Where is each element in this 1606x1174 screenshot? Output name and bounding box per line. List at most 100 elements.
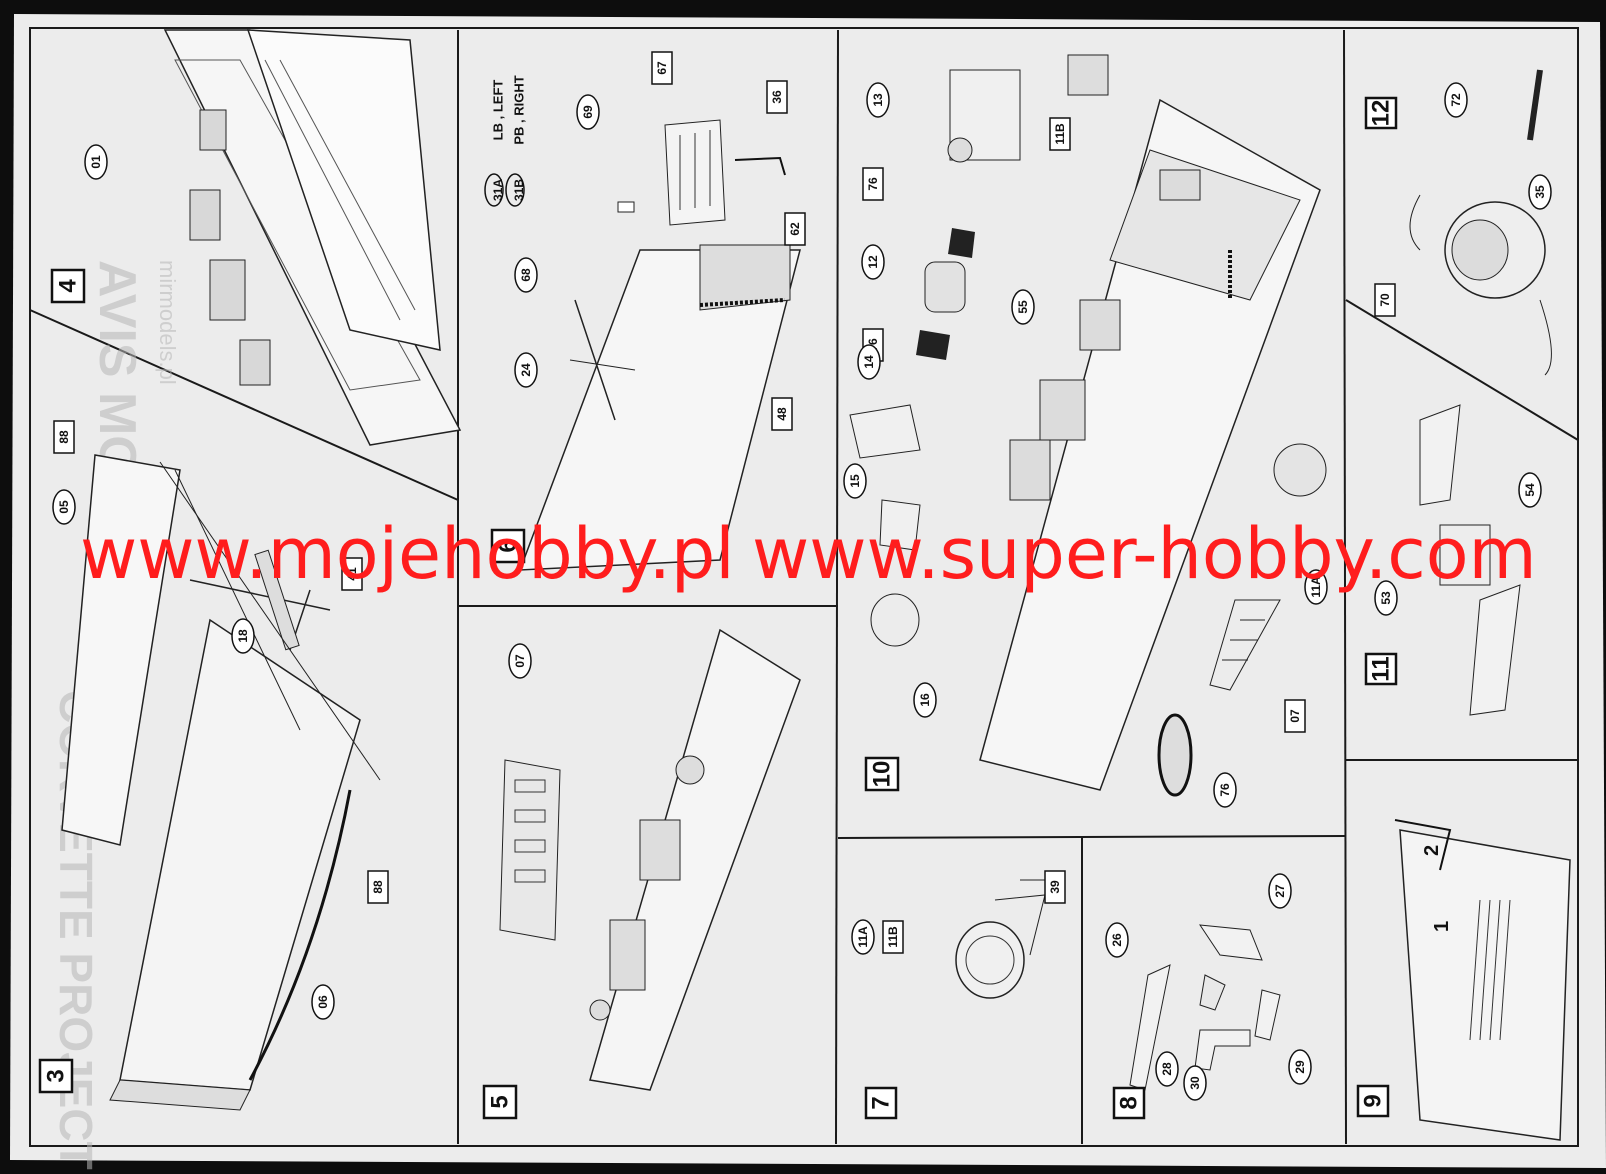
callout-outline-p26 xyxy=(1105,922,1129,958)
callout-label-p68: 68 xyxy=(519,268,533,282)
callout-outline-p88b xyxy=(367,870,389,904)
callout-p11b7: 11B xyxy=(882,920,904,954)
callout-label-p62: 62 xyxy=(788,222,802,236)
callout-label-p07b: 07 xyxy=(1288,709,1302,723)
drum-12 xyxy=(924,261,966,313)
callout-outline-p07a xyxy=(508,643,532,679)
callout-p24: 24 xyxy=(514,352,538,388)
callout-outline-p11a xyxy=(1304,569,1328,605)
step-10-number: 10 xyxy=(869,761,896,788)
callout-label-p15: 15 xyxy=(848,474,862,488)
step-6-number: 6 xyxy=(495,539,522,552)
callout-label-p07a: 07 xyxy=(513,654,527,668)
callout-label-p36: 36 xyxy=(770,90,784,104)
callout-p76c: 76 xyxy=(1213,772,1237,808)
callout-label-p05: 05 xyxy=(57,500,71,514)
callout-p26: 26 xyxy=(1105,922,1129,958)
callout-p69: 69 xyxy=(576,94,600,130)
deck-plate-05 xyxy=(61,454,181,846)
callout-label-p48: 48 xyxy=(775,407,789,421)
panel-step-12: 12 xyxy=(1364,69,1552,376)
callout-p16: 16 xyxy=(913,682,937,718)
callout-p11b: 11B xyxy=(1049,117,1071,151)
callout-outline-p41 xyxy=(341,557,363,591)
callout-p13: 13 xyxy=(866,82,890,118)
callout-p05: 05 xyxy=(52,489,76,525)
callout-p14: 14 xyxy=(857,344,881,380)
callout-label-p67: 67 xyxy=(655,61,669,75)
callout-outline-p12 xyxy=(861,244,885,280)
hull-bottom-4 xyxy=(246,29,441,351)
callout-label-p11a7: 11A xyxy=(856,926,870,948)
callout-p48: 48 xyxy=(771,397,793,431)
callout-outline-p11b xyxy=(1049,117,1071,151)
panel-step-5: 5 xyxy=(482,628,801,1120)
callout-label-p01: 01 xyxy=(89,155,103,169)
barrel-72 xyxy=(1527,69,1543,141)
callout-outline-p14 xyxy=(857,344,881,380)
callout-p11a: 11A xyxy=(1304,569,1328,605)
launcher-upper-11 xyxy=(1419,404,1461,506)
panel-grid xyxy=(29,27,1579,1147)
callout-label-p12: 12 xyxy=(866,255,880,269)
callout-p55: 55 xyxy=(1011,289,1035,325)
callout-outline-p11b7 xyxy=(882,920,904,954)
callout-p70: 70 xyxy=(1374,283,1396,317)
callout-label-p35: 35 xyxy=(1533,185,1547,199)
callout-31B-oval xyxy=(505,173,525,207)
bracket-29 xyxy=(1254,989,1281,1041)
callout-p07a: 07 xyxy=(508,643,532,679)
callout-p28: 28 xyxy=(1155,1051,1179,1087)
step-5-box xyxy=(482,1084,518,1120)
callout-31A: 31A xyxy=(491,179,505,201)
callout-label-p13: 13 xyxy=(871,93,885,107)
keel-strip-06 xyxy=(248,789,352,1081)
turret-mount-7 xyxy=(955,921,1025,999)
callout-outline-p35 xyxy=(1528,174,1552,210)
callout-label-p88a: 88 xyxy=(57,430,71,444)
step-8-number: 8 xyxy=(1116,1096,1143,1109)
watermark-mojehobby: www.mojehobby.pl xyxy=(80,513,735,595)
callout-outline-p67 xyxy=(651,51,673,85)
callout-outline-p15 xyxy=(843,463,867,499)
step-4-box xyxy=(50,268,86,304)
callout-p27: 27 xyxy=(1268,873,1292,909)
side-legend: 31A 31B LB , LEFT PB , RIGHT xyxy=(484,75,527,207)
callout-label-p26: 26 xyxy=(1110,933,1124,947)
step-9-box xyxy=(1356,1084,1390,1118)
part-callouts: 0188051841880669673662682448071311B76125… xyxy=(52,51,1552,1101)
callout-p88b: 88 xyxy=(367,870,389,904)
callout-outline-p27 xyxy=(1268,873,1292,909)
vent-15 xyxy=(879,499,921,551)
callout-outline-p54 xyxy=(1518,472,1542,508)
callout-outline-p07b xyxy=(1284,699,1306,733)
callout-outline-p69 xyxy=(576,94,600,130)
panel-step-10: 10 xyxy=(849,54,1327,797)
faded-brand-site: mirmodels.pl xyxy=(155,260,180,385)
callout-label-p53: 53 xyxy=(1379,591,1393,605)
step-12-box xyxy=(1364,96,1398,130)
step-11-box xyxy=(1364,652,1398,686)
callout-p72: 72 xyxy=(1444,82,1468,118)
callout-p62: 62 xyxy=(784,212,806,246)
callout-outline-p76c xyxy=(1213,772,1237,808)
callout-label-p30: 30 xyxy=(1188,1076,1202,1090)
legend-left: LB , LEFT xyxy=(491,80,506,141)
callout-outline-p62 xyxy=(784,212,806,246)
callout-label-p18: 18 xyxy=(236,629,250,643)
box-11b xyxy=(1067,54,1109,96)
vent-14 xyxy=(849,404,921,459)
step-5-number: 5 xyxy=(487,1095,514,1108)
callout-p67: 67 xyxy=(651,51,673,85)
step-9-number: 9 xyxy=(1360,1094,1387,1107)
callout-outline-p55 xyxy=(1011,289,1035,325)
step-11-number: 11 xyxy=(1368,656,1395,681)
panel-step-9: 2 1 9 xyxy=(1356,819,1571,1141)
step-3-box xyxy=(38,1058,74,1094)
svg-text:2: 2 xyxy=(1421,845,1443,856)
mount-11a xyxy=(1273,443,1327,497)
callout-outline-p29 xyxy=(1288,1049,1312,1085)
callout-label-p54: 54 xyxy=(1523,483,1537,497)
callout-p07b: 07 xyxy=(1284,699,1306,733)
